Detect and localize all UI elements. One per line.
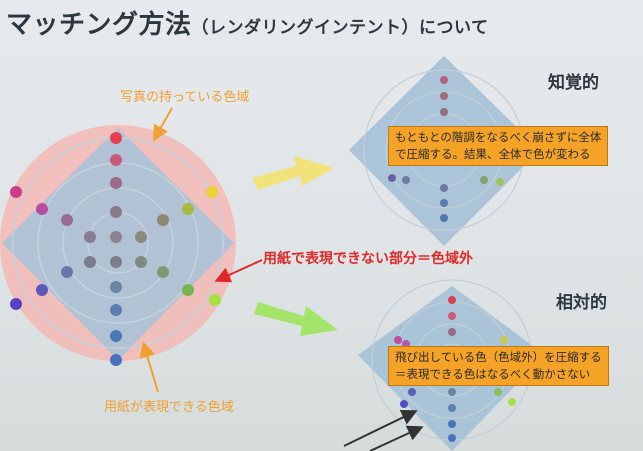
relative-note-line: ＝表現できる色はなるべく動かさない	[395, 367, 591, 381]
relative-note-line: 飛び出している色（色域外）を圧縮する	[395, 350, 602, 364]
color-dot	[157, 266, 169, 278]
color-dot	[388, 174, 396, 182]
relative-note: 飛び出している色（色域外）を圧縮する ＝表現できる色はなるべく動かさない	[388, 346, 609, 386]
color-dot	[448, 420, 456, 428]
color-dot	[508, 398, 516, 406]
perceptual-color-dots	[388, 76, 504, 222]
photo-gamut-label: 写真の持っている色域	[120, 90, 250, 105]
color-dot	[448, 312, 456, 320]
color-dot	[494, 388, 502, 396]
color-dot	[110, 304, 122, 316]
color-dot	[448, 404, 456, 412]
out-of-gamut-label: 用紙で表現できない部分＝色域外	[263, 251, 473, 267]
color-dot	[61, 266, 73, 278]
relative-pointer-1	[343, 410, 418, 447]
color-dot	[84, 256, 96, 268]
perceptual-note-line: で圧縮する。結果、全体で色が変わる	[395, 147, 591, 161]
color-dot	[10, 298, 22, 310]
color-dot	[110, 154, 122, 166]
color-dot	[448, 388, 456, 396]
color-dot	[440, 76, 448, 84]
color-dot	[496, 178, 504, 186]
color-dot	[182, 203, 194, 215]
relative-color-dots	[394, 296, 516, 442]
color-dot	[440, 214, 448, 222]
color-dot	[157, 214, 169, 226]
photo-gamut-pointer	[153, 107, 173, 142]
color-dot	[400, 400, 408, 408]
color-dot	[110, 354, 122, 366]
color-dot	[110, 330, 122, 342]
color-dot	[84, 231, 96, 243]
paper-gamut-pointer	[139, 341, 159, 393]
color-dot	[36, 284, 48, 296]
color-dot	[448, 296, 456, 304]
perceptual-note: もともとの階調をなるべく崩さずに全体 で圧縮する。結果、全体で色が変わる	[388, 126, 609, 166]
color-dot	[448, 328, 456, 336]
color-dot	[110, 231, 122, 243]
color-dot	[440, 199, 448, 207]
color-dot	[182, 284, 194, 296]
color-dot	[440, 184, 448, 192]
color-dot	[209, 294, 221, 306]
arrow-to-relative	[254, 302, 338, 336]
color-dot	[440, 108, 448, 116]
slide-title: マッチング方法（レンダリングインテント）について	[6, 4, 489, 41]
color-dot	[36, 203, 48, 215]
color-dot	[61, 214, 73, 226]
color-dot	[402, 176, 410, 184]
slide-title-sub: （レンダリングインテント）について	[191, 18, 489, 38]
color-dot	[394, 336, 402, 344]
color-dot	[448, 434, 456, 442]
color-dot	[500, 336, 508, 344]
perceptual-note-line: もともとの階調をなるべく崩さずに全体	[395, 130, 602, 144]
paper-gamut-diamond	[2, 128, 234, 360]
slide-title-main: マッチング方法	[6, 10, 192, 40]
left-color-dots	[10, 132, 221, 366]
color-dot	[135, 231, 147, 243]
color-dot	[440, 92, 448, 100]
out-of-gamut-pointer	[214, 259, 263, 283]
relative-heading: 相対的	[556, 293, 607, 313]
color-dot	[10, 186, 22, 198]
relative-pointer-2	[369, 425, 424, 451]
color-dot	[135, 256, 147, 268]
left-gamut-diagram	[0, 125, 236, 366]
color-dot	[110, 256, 122, 268]
color-dot	[408, 388, 416, 396]
color-dot	[110, 206, 122, 218]
color-dot	[480, 176, 488, 184]
color-dot	[206, 186, 218, 198]
arrow-to-perceptual	[252, 156, 334, 190]
color-dot	[110, 177, 122, 189]
perceptual-heading: 知覚的	[548, 73, 599, 93]
color-dot	[110, 132, 122, 144]
paper-gamut-label: 用紙が表現できる色域	[104, 400, 234, 415]
color-dot	[110, 281, 122, 293]
